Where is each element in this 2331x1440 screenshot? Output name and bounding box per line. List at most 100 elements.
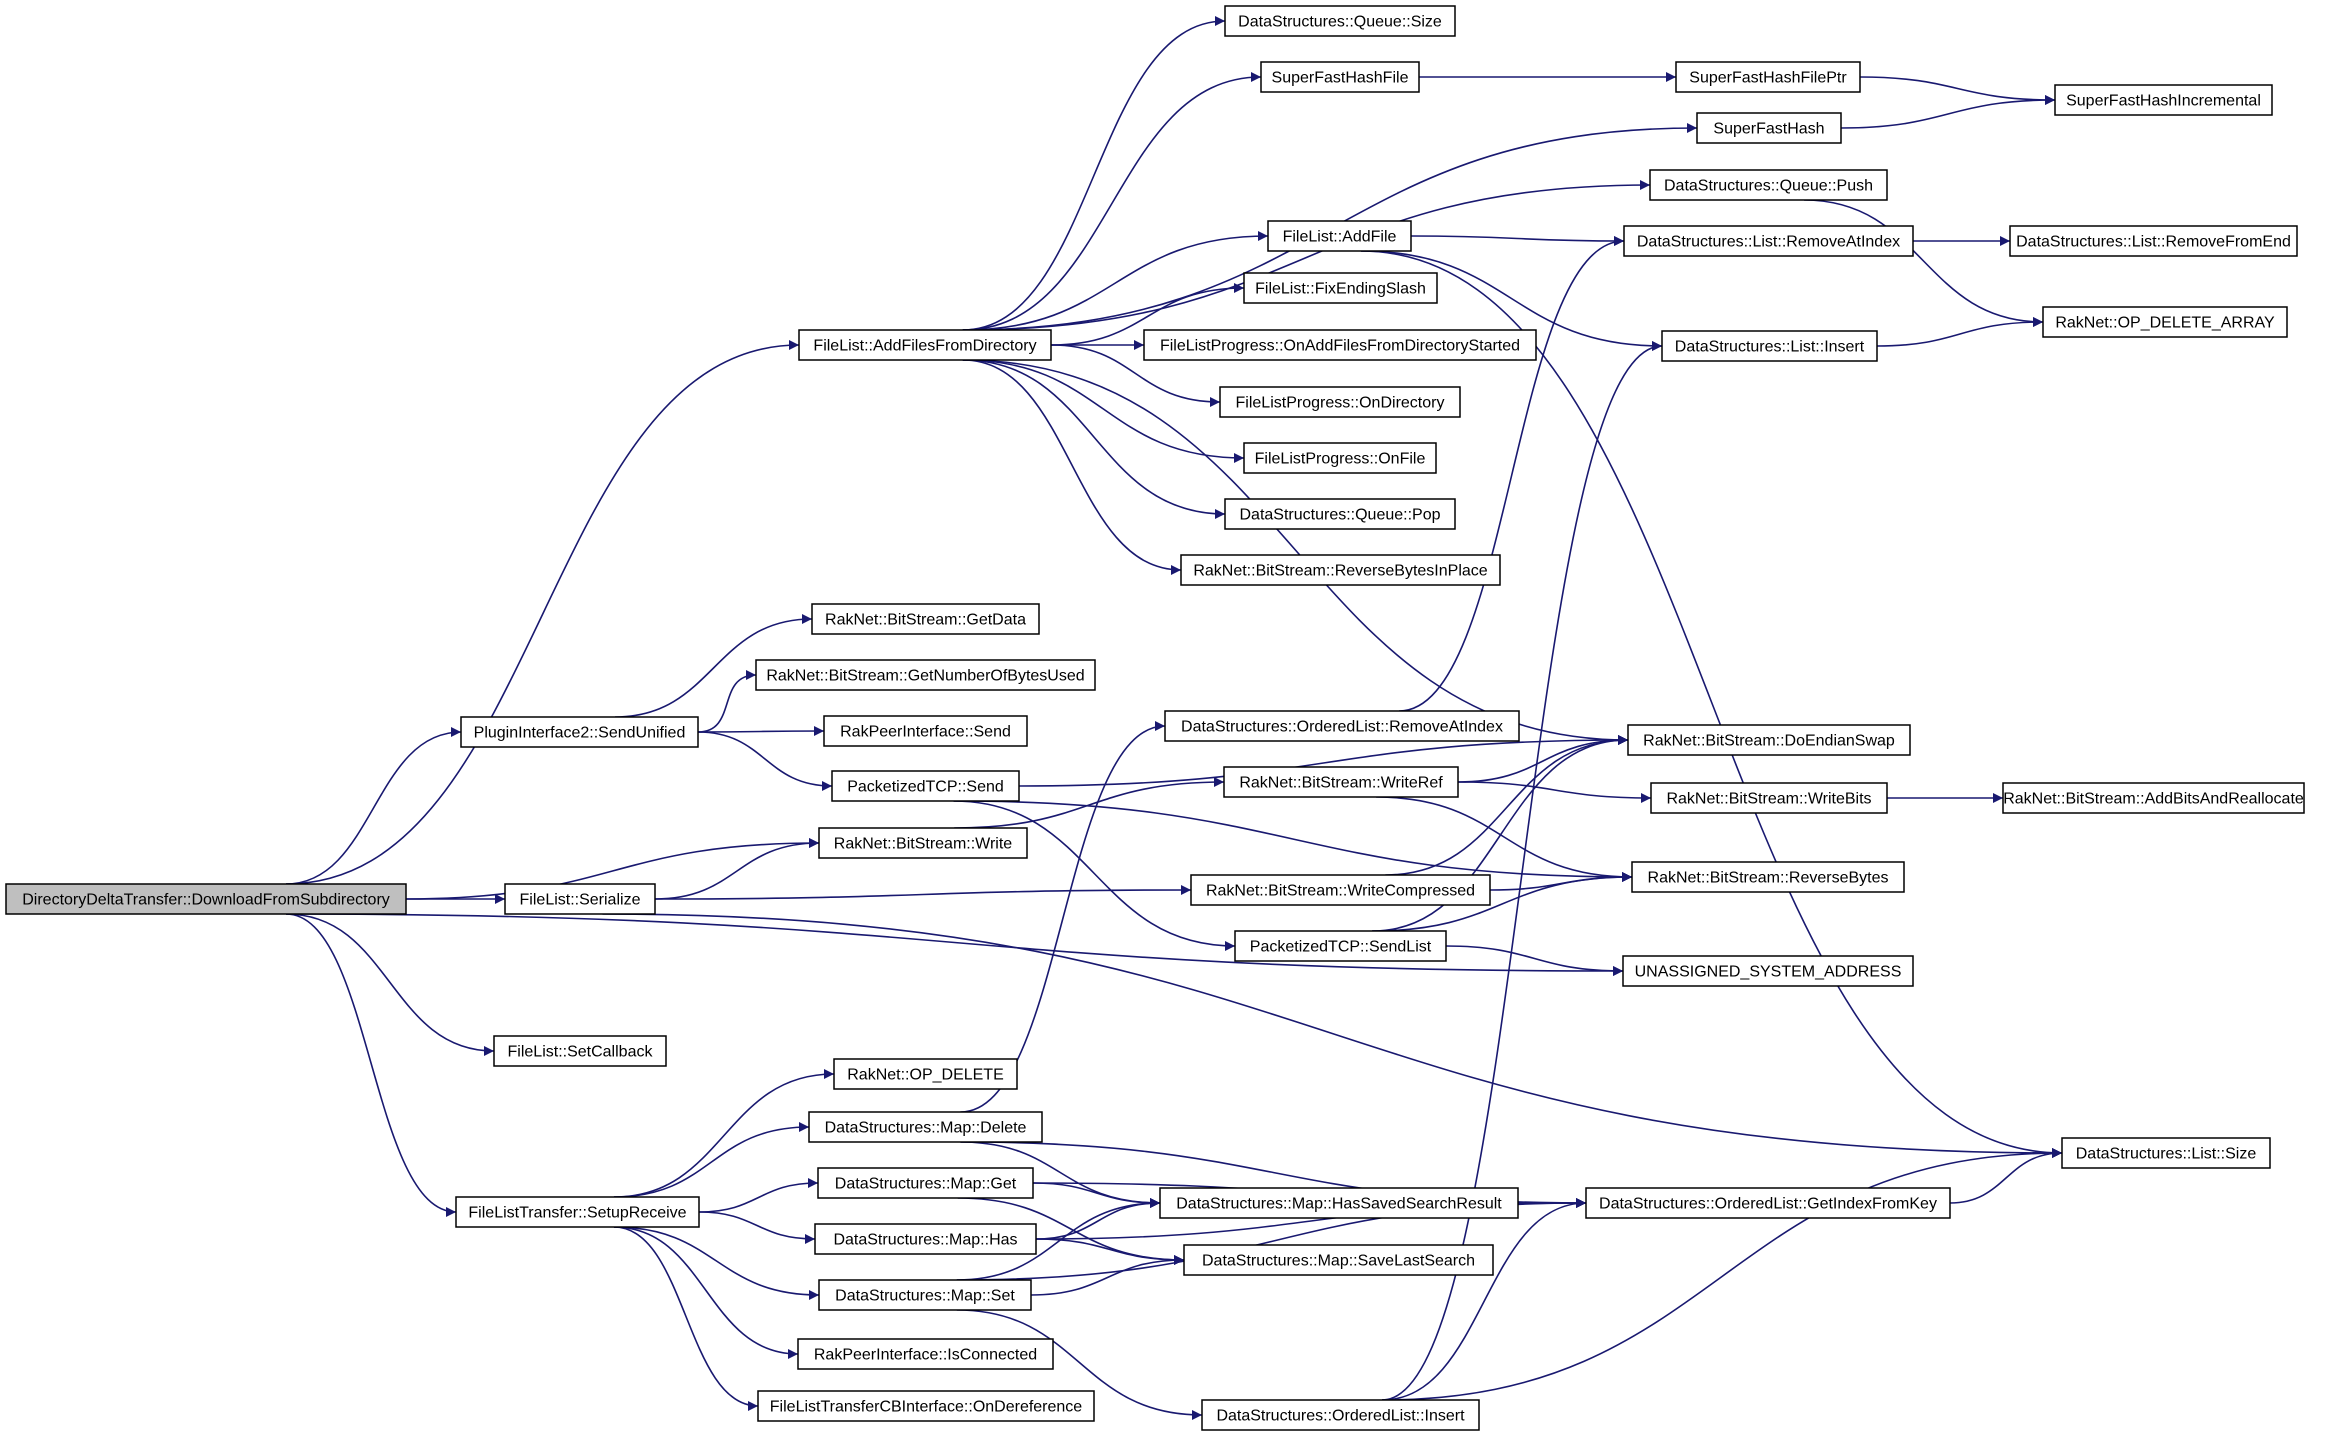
node-do-endian-swap[interactable]: RakNet::BitStream::DoEndianSwap	[1627, 724, 1911, 756]
node-queue-pop[interactable]: DataStructures::Queue::Pop	[1224, 498, 1456, 530]
node-label: SuperFastHash	[1713, 121, 1824, 138]
edge-setupReceive-to-onDereference	[613, 1226, 759, 1411]
node-box	[1224, 498, 1456, 530]
node-add-files-from-dir[interactable]: FileList::AddFilesFromDirectory	[798, 329, 1052, 361]
node-fl-add-file[interactable]: FileList::AddFile	[1267, 220, 1412, 252]
node-box	[755, 659, 1096, 691]
edge-queuePush-to-opDeleteArray	[1804, 199, 2044, 327]
node-label: RakNet::BitStream::AddBitsAndReallocate	[2003, 791, 2304, 808]
edge-mapSet-to-hasSaved	[956, 1198, 1161, 1281]
node-sfh-file[interactable]: SuperFastHashFile	[1260, 61, 1420, 93]
node-label: SuperFastHashFile	[1272, 70, 1409, 87]
edge-writeRef-to-writeBits	[1457, 781, 1652, 803]
node-add-bits-realloc[interactable]: RakNet::BitStream::AddBitsAndReallocate	[2002, 782, 2305, 814]
nodes: DirectoryDeltaTransfer::DownloadFromSubd…	[5, 5, 2305, 1431]
node-write-ref[interactable]: RakNet::BitStream::WriteRef	[1223, 766, 1459, 798]
node-write-compressed[interactable]: RakNet::BitStream::WriteCompressed	[1190, 874, 1491, 906]
edge-sendUnified-to-getData	[615, 614, 813, 718]
node-on-directory[interactable]: FileListProgress::OnDirectory	[1219, 386, 1461, 418]
edge-addFilesFromDir-to-sfhFile	[962, 72, 1262, 331]
node-get-data[interactable]: RakNet::BitStream::GetData	[811, 603, 1040, 635]
edge-addFilesFromDir-to-flAddFile	[962, 231, 1269, 331]
node-label: RakPeerInterface::Send	[840, 724, 1011, 741]
node-op-delete[interactable]: RakNet::OP_DELETE	[833, 1058, 1018, 1090]
node-sfh-inc[interactable]: SuperFastHashIncremental	[2054, 84, 2273, 116]
node-fix-slash[interactable]: FileList::FixEndingSlash	[1243, 272, 1438, 304]
node-fl-serialize[interactable]: FileList::Serialize	[504, 883, 656, 915]
node-list-size[interactable]: DataStructures::List::Size	[2061, 1137, 2271, 1169]
node-box	[5, 883, 407, 915]
node-unassigned[interactable]: UNASSIGNED_SYSTEM_ADDRESS	[1622, 955, 1914, 987]
edge-bsWrite-to-writeRef	[954, 777, 1225, 829]
node-rpi-send[interactable]: RakPeerInterface::Send	[823, 715, 1028, 747]
node-label: DirectoryDeltaTransfer::DownloadFromSubd…	[22, 892, 390, 909]
node-on-add-files-started[interactable]: FileListProgress::OnAddFilesFromDirector…	[1143, 329, 1537, 361]
edge-addFilesFromDir-to-fixSlash	[1050, 283, 1245, 346]
node-send-unified[interactable]: PluginInterface2::SendUnified	[460, 716, 699, 748]
node-save-last[interactable]: DataStructures::Map::SaveLastSearch	[1183, 1244, 1494, 1276]
node-label: RakNet::BitStream::GetNumberOfBytesUsed	[766, 668, 1084, 685]
node-setup-receive[interactable]: FileListTransfer::SetupReceive	[455, 1196, 700, 1228]
node-map-set[interactable]: DataStructures::Map::Set	[818, 1279, 1032, 1311]
node-ol-remove-at[interactable]: DataStructures::OrderedList::RemoveAtInd…	[1164, 710, 1520, 742]
node-send-list[interactable]: PacketizedTCP::SendList	[1234, 930, 1447, 962]
edge-root-to-addFilesFromDir	[285, 340, 800, 885]
node-get-num-bytes[interactable]: RakNet::BitStream::GetNumberOfBytesUsed	[755, 659, 1096, 691]
node-label: RakNet::OP_DELETE_ARRAY	[2055, 315, 2275, 332]
node-label: FileListTransfer::SetupReceive	[468, 1205, 686, 1222]
node-box	[493, 1035, 667, 1067]
node-label: DataStructures::List::Insert	[1675, 339, 1865, 356]
node-label: RakNet::BitStream::DoEndianSwap	[1643, 733, 1895, 750]
node-label: RakPeerInterface::IsConnected	[814, 1347, 1037, 1364]
node-sfh-file-ptr[interactable]: SuperFastHashFilePtr	[1675, 61, 1861, 93]
node-ol-insert[interactable]: DataStructures::OrderedList::Insert	[1201, 1399, 1480, 1431]
node-bs-write[interactable]: RakNet::BitStream::Write	[818, 827, 1028, 859]
node-box	[2002, 782, 2305, 814]
node-label: RakNet::BitStream::WriteRef	[1239, 775, 1443, 792]
node-root[interactable]: DirectoryDeltaTransfer::DownloadFromSubd…	[5, 883, 407, 915]
node-rev-bytes-in-place[interactable]: RakNet::BitStream::ReverseBytesInPlace	[1180, 554, 1501, 586]
node-map-has[interactable]: DataStructures::Map::Has	[814, 1223, 1037, 1255]
edge-flSerialize-to-listSize	[602, 913, 2063, 1158]
edge-setupReceive-to-mapHas	[698, 1211, 816, 1244]
edge-olRemoveAt-to-listRemoveAt	[1398, 236, 1625, 712]
node-label: DataStructures::Queue::Size	[1238, 14, 1442, 31]
node-is-connected[interactable]: RakPeerInterface::IsConnected	[797, 1338, 1054, 1370]
node-ptcp-send[interactable]: PacketizedTCP::Send	[831, 770, 1020, 802]
node-queue-size[interactable]: DataStructures::Queue::Size	[1224, 5, 1456, 37]
edge-addFilesFromDir-to-onFile	[962, 359, 1245, 463]
node-list-remove-end[interactable]: DataStructures::List::RemoveFromEnd	[2009, 225, 2298, 257]
edge-mapSet-to-olInsert	[956, 1309, 1203, 1420]
node-ol-get-index[interactable]: DataStructures::OrderedList::GetIndexFro…	[1585, 1187, 1951, 1219]
edge-mapGet-to-hasSaved	[1032, 1182, 1161, 1208]
node-label: FileList::AddFile	[1283, 229, 1397, 246]
node-box	[814, 1223, 1037, 1255]
node-list-remove-at[interactable]: DataStructures::List::RemoveAtIndex	[1623, 225, 1914, 257]
node-box	[1234, 930, 1447, 962]
edge-ptcpSend-to-sendList	[953, 800, 1236, 951]
node-label: DataStructures::List::Size	[2076, 1146, 2257, 1163]
edge-sfh-to-sfhInc	[1840, 95, 2056, 129]
node-rev-bytes[interactable]: RakNet::BitStream::ReverseBytes	[1631, 861, 1905, 893]
edge-setupReceive-to-mapGet	[698, 1178, 819, 1213]
node-queue-push[interactable]: DataStructures::Queue::Push	[1649, 169, 1888, 201]
node-label: RakNet::BitStream::Write	[834, 836, 1013, 853]
node-list-insert[interactable]: DataStructures::List::Insert	[1661, 330, 1878, 362]
node-map-get[interactable]: DataStructures::Map::Get	[817, 1167, 1034, 1199]
node-map-delete[interactable]: DataStructures::Map::Delete	[808, 1111, 1043, 1143]
node-sfh[interactable]: SuperFastHash	[1696, 112, 1842, 144]
node-box	[1260, 61, 1420, 93]
node-box	[1696, 112, 1842, 144]
node-fl-set-callback[interactable]: FileList::SetCallback	[493, 1035, 667, 1067]
node-label: RakNet::BitStream::ReverseBytes	[1648, 870, 1889, 887]
node-box	[2042, 306, 2288, 338]
edge-writeRef-to-doEndianSwap	[1457, 735, 1629, 783]
node-on-dereference[interactable]: FileListTransferCBInterface::OnDereferen…	[757, 1390, 1095, 1422]
node-label: DataStructures::Map::Get	[835, 1176, 1017, 1193]
edge-writeRef-to-revBytes	[1376, 796, 1633, 882]
node-on-file[interactable]: FileListProgress::OnFile	[1243, 442, 1437, 474]
node-op-delete-array[interactable]: RakNet::OP_DELETE_ARRAY	[2042, 306, 2288, 338]
node-write-bits[interactable]: RakNet::BitStream::WriteBits	[1650, 782, 1888, 814]
edge-addFilesFromDir-to-queueSize	[962, 16, 1226, 331]
node-has-saved[interactable]: DataStructures::Map::HasSavedSearchResul…	[1159, 1187, 1519, 1219]
